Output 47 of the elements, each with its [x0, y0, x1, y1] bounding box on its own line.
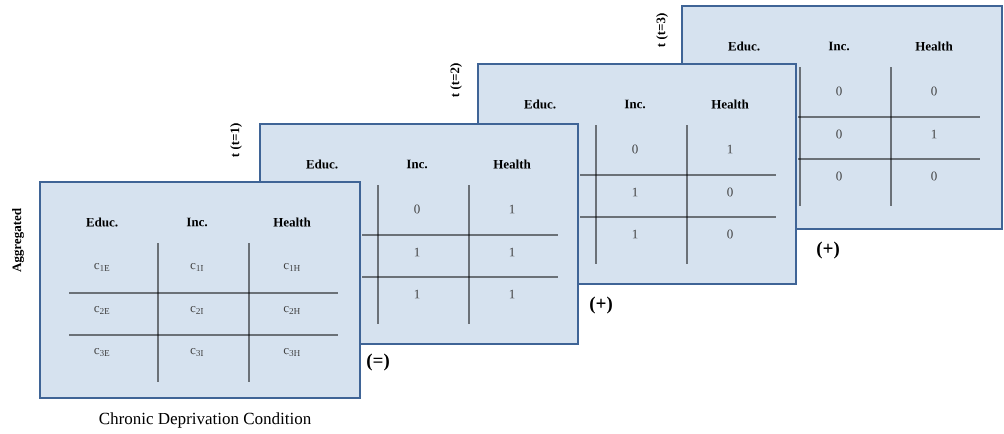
- operator-sign: (+): [590, 296, 612, 314]
- rotated-label: t (t=2): [450, 63, 462, 98]
- table-cell: 1: [509, 247, 515, 257]
- table-cell: c$_{3I}$: [190, 347, 204, 357]
- column-header: Inc.: [186, 217, 208, 227]
- table-cell: c$_{3H}$: [283, 347, 300, 357]
- operator-sign: (+): [817, 241, 839, 259]
- table-cell: 1: [509, 289, 515, 299]
- operator-sign: (=): [367, 353, 389, 371]
- column-header: Health: [711, 99, 749, 109]
- table-cell: 0: [632, 144, 638, 154]
- column-header: Health: [493, 159, 531, 169]
- table-cell: c$_{2E}$: [94, 306, 110, 314]
- table-cell: 0: [836, 129, 842, 139]
- rotated-label: t (t=1): [230, 123, 242, 158]
- table-cell: 0: [414, 204, 420, 214]
- column-header: Health: [273, 217, 311, 227]
- table-cell: 1: [632, 187, 638, 197]
- table-cell: 1: [632, 229, 638, 239]
- table-cell: 1: [509, 204, 515, 214]
- table-cell: 1: [414, 289, 420, 299]
- table-cell: 0: [836, 86, 842, 96]
- column-header: Inc.: [828, 41, 850, 51]
- rotated-label: Aggregated: [12, 208, 24, 272]
- table-cell: c$_{1I}$: [190, 263, 204, 271]
- table-cell: 0: [727, 229, 733, 239]
- table-cell: 1: [727, 144, 733, 154]
- table-cell: c$_{3E}$: [94, 347, 110, 357]
- column-header: Educ.: [524, 99, 556, 109]
- table-cell: c$_{2H}$: [283, 306, 300, 314]
- table-cell: 0: [836, 171, 842, 181]
- table-cell: c$_{1E}$: [94, 263, 110, 271]
- table-cell: 1: [414, 247, 420, 257]
- rotated-label: t (t=3): [656, 13, 668, 48]
- column-header: Health: [915, 41, 953, 51]
- column-header: Educ.: [306, 159, 338, 169]
- column-header: Educ.: [86, 217, 118, 227]
- column-header: Educ.: [728, 41, 760, 51]
- table-cell: c$_{2I}$: [190, 306, 204, 314]
- column-header: Inc.: [624, 99, 646, 109]
- table-cell: 1: [931, 129, 937, 139]
- table-label: Chronic Deprivation Condition: [99, 412, 311, 428]
- table-cell: c$_{1H}$: [283, 263, 300, 271]
- table-cell: 0: [931, 86, 937, 96]
- table-cell: 0: [727, 187, 733, 197]
- table-cell: 0: [931, 171, 937, 181]
- column-header: Inc.: [406, 159, 428, 169]
